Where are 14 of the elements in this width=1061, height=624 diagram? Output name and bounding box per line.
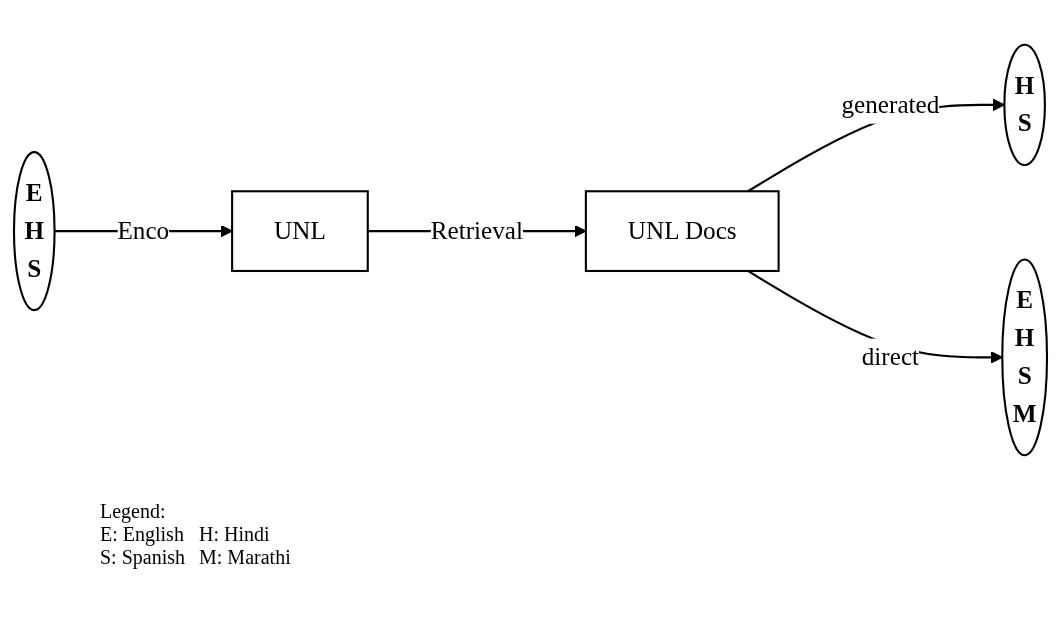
- legend-entry: E: English: [100, 523, 185, 546]
- legend-entry: M: Marathi: [199, 546, 291, 569]
- legend-entry: H: Hindi: [199, 523, 271, 546]
- node-ellipse: E H S M: [1001, 258, 1049, 457]
- legend-entry: S: Spanish: [100, 546, 186, 569]
- node-ellipse: H S: [1003, 43, 1046, 167]
- edge-label: direct: [861, 342, 920, 371]
- node-ellipse: E H S: [12, 151, 56, 312]
- legend-heading: Legend:: [100, 500, 167, 523]
- node-box: UNL: [231, 190, 369, 273]
- edge-label: Retrieval: [430, 216, 523, 245]
- edge-label: generated: [841, 90, 940, 119]
- edge-label: Enco: [117, 216, 170, 245]
- node-box: UNL Docs: [584, 190, 780, 273]
